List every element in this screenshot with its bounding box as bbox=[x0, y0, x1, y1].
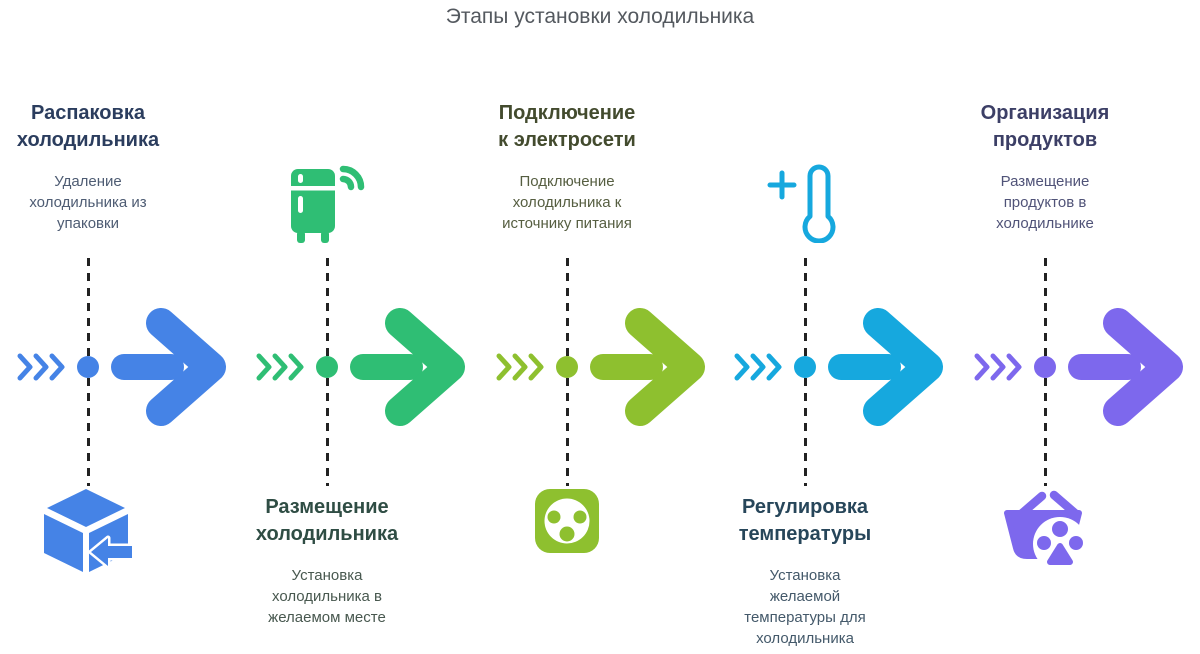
stage-title: Регулировка температуры bbox=[738, 496, 872, 545]
chevrons-icon bbox=[974, 353, 1022, 381]
arrow-icon bbox=[590, 308, 712, 426]
timeline-dot bbox=[794, 356, 816, 378]
stage-text-block: Подключение к электросети Подключение хо… bbox=[462, 100, 672, 234]
stage-power-connection: Подключение к электросети Подключение хо… bbox=[447, 0, 687, 654]
stage-title: Распаковка холодильника bbox=[16, 102, 160, 151]
timeline-dot bbox=[316, 356, 338, 378]
stage-text-block: Распаковка холодильника Удаление холодил… bbox=[0, 100, 193, 234]
thermometer-plus-icon bbox=[765, 163, 845, 243]
stage-unpacking: Распаковка холодильника Удаление холодил… bbox=[0, 0, 208, 654]
stage-text-block: Регулировка температуры Установка желаем… bbox=[700, 494, 910, 649]
unpacking-box-icon bbox=[41, 488, 135, 574]
stage-title: Организация продуктов bbox=[980, 102, 1110, 151]
chevrons-icon bbox=[496, 353, 544, 381]
stage-description: Установка холодильника в желаемом месте bbox=[268, 567, 386, 626]
chevrons-icon bbox=[734, 353, 782, 381]
stage-description: Подключение холодильника к источнику пит… bbox=[502, 173, 632, 232]
stage-description: Установка желаемой температуры для холод… bbox=[744, 567, 866, 647]
stage-temperature: Регулировка температуры Установка желаем… bbox=[685, 0, 925, 654]
stage-title: Размещение холодильника bbox=[255, 496, 399, 545]
arrow-icon bbox=[350, 308, 472, 426]
timeline-dot bbox=[556, 356, 578, 378]
timeline-dot bbox=[77, 356, 99, 378]
smart-fridge-icon bbox=[281, 163, 373, 247]
stage-description: Удаление холодильника из упаковки bbox=[29, 173, 147, 232]
stage-text-block: Организация продуктов Размещение продукт… bbox=[940, 100, 1150, 234]
chevrons-icon bbox=[17, 353, 65, 381]
stage-description: Размещение продуктов в холодильнике bbox=[996, 173, 1094, 232]
chevrons-icon bbox=[256, 353, 304, 381]
stage-title: Подключение к электросети bbox=[498, 102, 636, 151]
arrow-icon bbox=[1068, 308, 1190, 426]
page-title: Этапы установки холодильника bbox=[445, 5, 755, 28]
arrow-icon bbox=[828, 308, 950, 426]
stage-placement: Размещение холодильника Установка холоди… bbox=[207, 0, 447, 654]
stage-food-organization: Организация продуктов Размещение продукт… bbox=[925, 0, 1165, 654]
stage-text-block: Размещение холодильника Установка холоди… bbox=[222, 494, 432, 628]
power-socket-icon bbox=[534, 488, 600, 554]
timeline-dot bbox=[1034, 356, 1056, 378]
arrow-icon bbox=[111, 308, 233, 426]
grocery-basket-icon bbox=[1002, 488, 1088, 574]
